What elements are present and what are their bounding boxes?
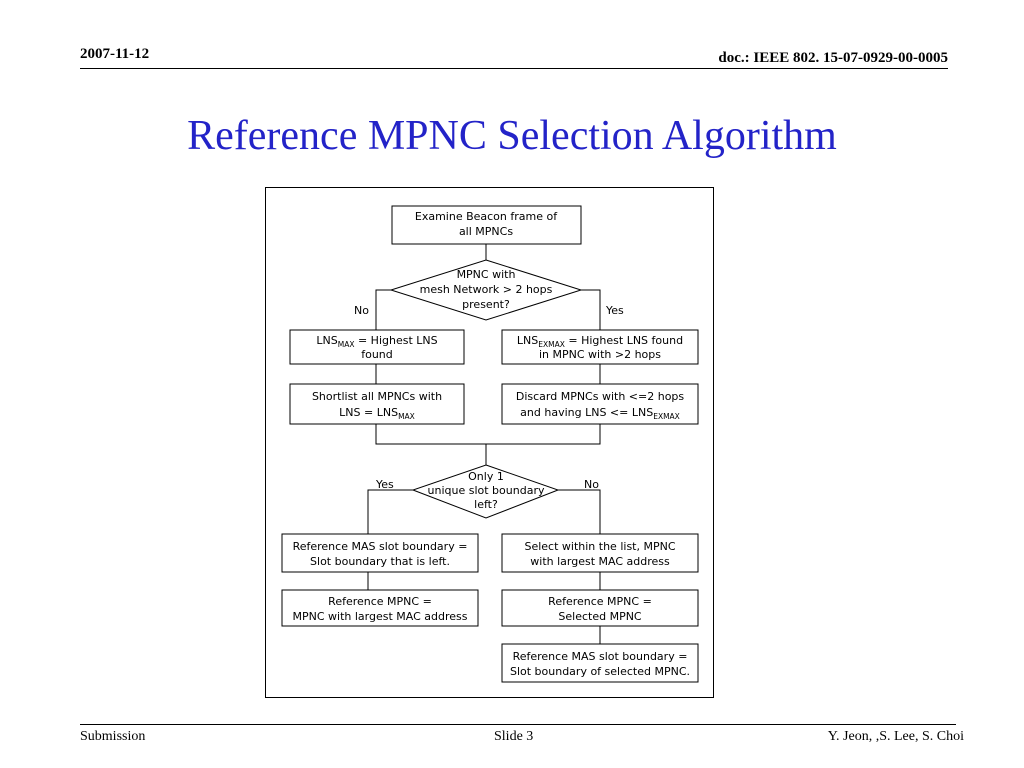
slide-title: Reference MPNC Selection Algorithm bbox=[187, 113, 837, 159]
left2-sub: MAX bbox=[398, 412, 415, 421]
flowchart: Examine Beacon frame of all MPNCs MPNC w… bbox=[281, 205, 699, 683]
connector-decision2-no bbox=[558, 489, 601, 534]
right5-line1: Reference MAS slot boundary = bbox=[513, 650, 688, 663]
left2-line1: Shortlist all MPNCs with bbox=[312, 390, 442, 403]
decision1-no-label: No bbox=[354, 304, 369, 317]
box-select-within bbox=[501, 533, 699, 573]
right2-line2: and having LNS <= LNSEXMAX bbox=[520, 406, 680, 421]
left4-line1: Reference MPNC = bbox=[328, 595, 432, 608]
right1-sub: EXMAX bbox=[538, 340, 565, 349]
box-ref-mpnc-left bbox=[281, 589, 479, 627]
box-shortlist bbox=[289, 383, 465, 425]
header-rule bbox=[80, 68, 948, 69]
right5-line2: Slot boundary of selected MPNC. bbox=[510, 665, 690, 678]
connector-decision1-yes bbox=[581, 289, 601, 330]
right1-line1: LNSEXMAX = Highest LNS found bbox=[517, 334, 683, 349]
start-line1: Examine Beacon frame of bbox=[415, 210, 558, 223]
decision2-no-label: No bbox=[584, 478, 599, 491]
connector-decision2-yes bbox=[367, 489, 413, 534]
left1-pre: LNS bbox=[316, 334, 337, 347]
box-discard bbox=[501, 383, 699, 425]
box-examine-beacon bbox=[391, 205, 582, 245]
box-lns-max bbox=[289, 329, 465, 365]
decision1-line3: present? bbox=[462, 298, 510, 311]
flowchart-figure: Examine Beacon frame of all MPNCs MPNC w… bbox=[265, 187, 714, 698]
box-ref-mpnc-right bbox=[501, 589, 699, 627]
decision2-line3: left? bbox=[474, 498, 498, 511]
decision1-line1: MPNC with bbox=[457, 268, 516, 281]
header-date: 2007-11-12 bbox=[80, 46, 150, 62]
right1-pre: LNS bbox=[517, 334, 538, 347]
decision1-line2: mesh Network > 2 hops bbox=[420, 283, 553, 296]
decision-unique-slot bbox=[411, 464, 560, 519]
decision-mesh-network bbox=[389, 259, 583, 321]
decision1-yes-label: Yes bbox=[605, 304, 624, 317]
footer-submission: Submission bbox=[80, 729, 146, 744]
right1-line2: in MPNC with >2 hops bbox=[539, 348, 661, 361]
right2-sub: EXMAX bbox=[653, 412, 680, 421]
box-lns-exmax bbox=[501, 329, 699, 365]
left1-post: = Highest LNS bbox=[354, 334, 437, 347]
footer-authors: Y. Jeon, ,S. Lee, S. Choi bbox=[827, 729, 964, 744]
decision2-line1: Only 1 bbox=[468, 470, 504, 483]
right3-line2: with largest MAC address bbox=[530, 555, 670, 568]
connector-decision1-no bbox=[375, 289, 391, 330]
header-doc-id: doc.: IEEE 802. 15-07-0929-00-0005 bbox=[718, 50, 948, 66]
left3-line1: Reference MAS slot boundary = bbox=[293, 540, 468, 553]
left3-line2: Slot boundary that is left. bbox=[310, 555, 450, 568]
right3-line1: Select within the list, MPNC bbox=[524, 540, 675, 553]
box-ref-mas-right bbox=[501, 643, 699, 683]
box-ref-mas-left bbox=[281, 533, 479, 573]
left2-pre: LNS = LNS bbox=[339, 406, 398, 419]
right2-line1: Discard MPNCs with <=2 hops bbox=[516, 390, 685, 403]
decision2-line2: unique slot boundary bbox=[428, 484, 545, 497]
left1-sub: MAX bbox=[338, 340, 355, 349]
start-line2: all MPNCs bbox=[459, 225, 513, 238]
left1-line2: found bbox=[361, 348, 393, 361]
right1-post: = Highest LNS found bbox=[565, 334, 683, 347]
left4-line2: MPNC with largest MAC address bbox=[293, 610, 468, 623]
left1-line1: LNSMAX = Highest LNS bbox=[316, 334, 437, 349]
right4-line1: Reference MPNC = bbox=[548, 595, 652, 608]
right2-pre: and having LNS <= LNS bbox=[520, 406, 653, 419]
footer-rule bbox=[80, 724, 956, 725]
right4-line2: Selected MPNC bbox=[558, 610, 642, 623]
footer-slide-number: Slide 3 bbox=[494, 729, 534, 744]
connector-merge bbox=[375, 424, 601, 445]
left2-line2: LNS = LNSMAX bbox=[339, 406, 415, 421]
decision2-yes-label: Yes bbox=[375, 478, 394, 491]
